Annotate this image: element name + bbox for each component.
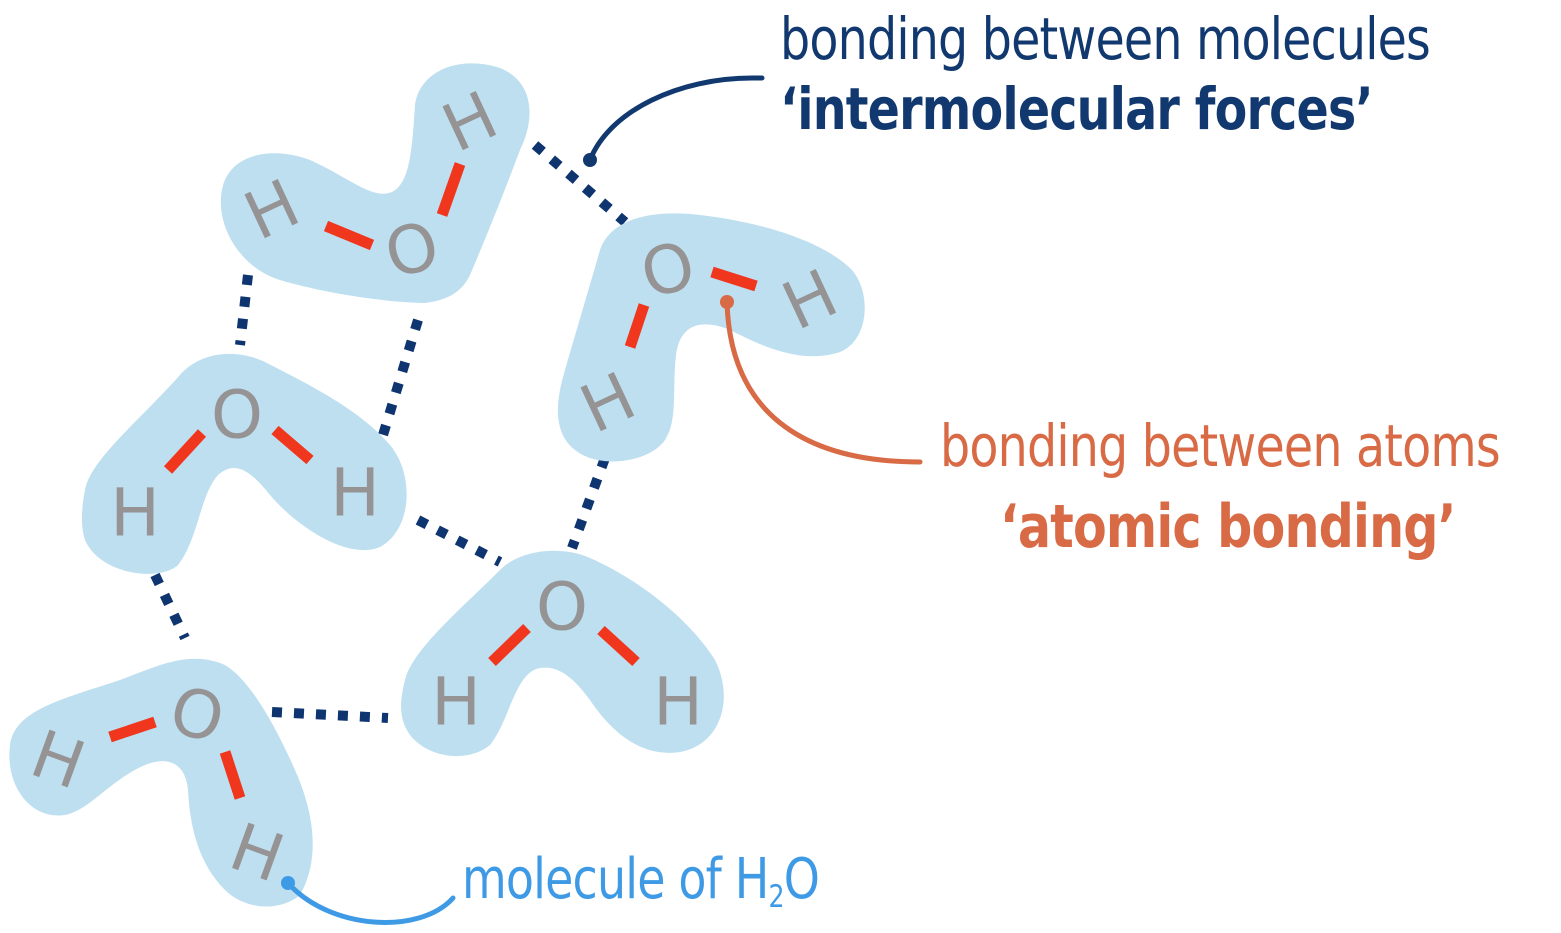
hbond-top-midleft [235, 274, 253, 346]
molecule-bottom-left: O H H [9, 658, 313, 907]
callout-dot [281, 876, 295, 890]
atomic-label-line1: bonding between atoms [940, 412, 1501, 480]
callout-molecule [281, 876, 456, 925]
molecule-label-prefix: molecule of H [462, 847, 769, 912]
callout-dot [583, 153, 597, 167]
hbond-midleft-midbottom [415, 515, 503, 567]
covalent-bond [597, 625, 640, 667]
hbond-top-right [531, 141, 629, 226]
atom-h: H [110, 475, 160, 552]
atomic-label-line2: ‘atomic bonding’ [1000, 492, 1456, 562]
intermolecular-label-line2: ‘intermolecular forces’ [780, 75, 1374, 143]
covalent-bond [624, 303, 650, 349]
intermolecular-label-line1: bonding between molecules [780, 5, 1431, 73]
atom-h: H [431, 664, 481, 741]
covalent-bond [323, 220, 375, 251]
hbond-bottomleft-midbottom [271, 707, 389, 723]
covalent-bond [163, 429, 207, 474]
molecule-middle-left: O H H [81, 353, 407, 574]
molecule-blob [220, 63, 530, 303]
covalent-bond [488, 624, 531, 666]
molecule-right: O H H [557, 213, 865, 462]
molecule-middle-bottom: O H H [401, 550, 724, 757]
molecule-blob [9, 658, 313, 907]
molecule-blob [401, 550, 724, 757]
callout-dot [720, 295, 734, 309]
hbond-midleft-bottomleft [150, 572, 190, 641]
covalent-bond [219, 750, 246, 800]
molecule-blob [557, 213, 865, 462]
atom-o: O [536, 569, 588, 646]
hbond-top-midleft-h [378, 318, 423, 437]
callout-atomic [720, 295, 923, 465]
hbond-right-midbottom [567, 456, 610, 550]
hydrogen-bonds [150, 141, 629, 723]
covalent-bond [271, 425, 314, 465]
callout-intermolecular [583, 75, 765, 167]
molecule-label: molecule of H2O [462, 852, 820, 916]
molecule-blob [81, 353, 407, 574]
atom-h: H [330, 455, 380, 532]
molecule-label-suffix: O [783, 847, 820, 912]
covalent-bond [436, 162, 466, 217]
atom-o: O [211, 377, 263, 454]
covalent-bond [710, 266, 758, 292]
atom-h: H [653, 664, 703, 741]
molecule-top: H O H [220, 63, 530, 303]
molecule-label-subscript: 2 [768, 879, 785, 916]
covalent-bond [108, 716, 157, 743]
